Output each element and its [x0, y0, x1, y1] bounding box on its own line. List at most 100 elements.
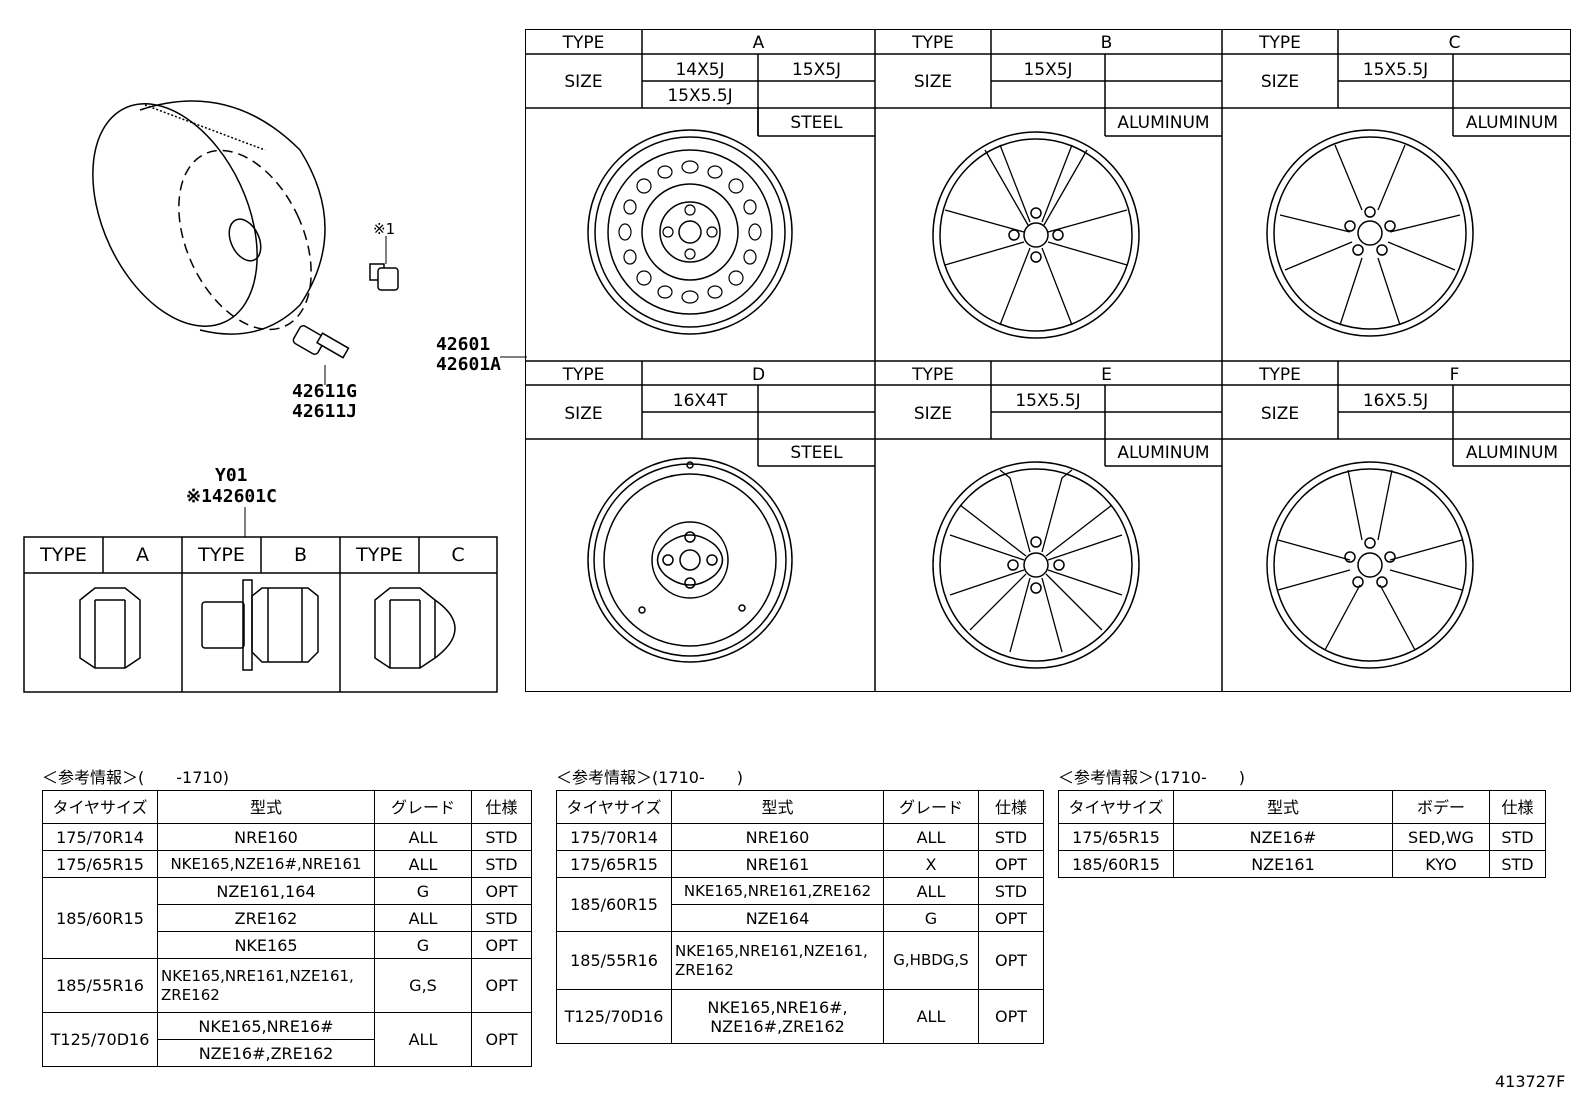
cell: 185/60R15	[556, 877, 672, 932]
wheel-type-c-drawing	[1266, 129, 1474, 337]
cell: NKE165,NRE16#	[157, 1012, 375, 1040]
cell: STD	[471, 823, 532, 851]
cell: NKE165,NRE161,ZRE162	[671, 877, 884, 905]
cell: OPT	[978, 850, 1044, 878]
cell: OPT	[978, 931, 1044, 990]
table-row: 175/65R15 NKE165,NZE16#,NRE161 ALL STD	[42, 850, 532, 878]
valve-part-numbers[interactable]: 42611G 42611J	[292, 382, 357, 422]
nut-type-c-drawing	[374, 587, 456, 669]
size-a-3[interactable]: 15X5.5J	[667, 86, 733, 106]
nut-header: Y01	[215, 465, 248, 486]
size-d-1[interactable]: 16X4T	[672, 391, 728, 411]
cell: OPT	[471, 877, 532, 905]
table-row: 175/70R14 NRE160 ALL STD	[556, 823, 1044, 851]
size-c-1[interactable]: 15X5.5J	[1362, 60, 1429, 80]
cell: 185/60R15	[42, 877, 158, 959]
type-value-f: F	[1449, 365, 1460, 385]
cell-line: ZRE162	[161, 985, 220, 1004]
table-row: 185/55R16 NKE165,NRE161,NZE161, ZRE162 G…	[556, 931, 1044, 990]
size-e-1[interactable]: 15X5.5J	[1015, 391, 1081, 411]
type-value-e: E	[1101, 365, 1112, 385]
type-value-c: C	[1448, 33, 1461, 53]
size-a-1[interactable]: 14X5J	[675, 60, 725, 80]
wheel-type-b-drawing	[932, 131, 1140, 339]
col-header: 型式	[671, 790, 884, 824]
ref-table-3-title: ＜参考情報＞(1710- )	[1058, 768, 1245, 787]
wheel-part-numbers[interactable]: 42601 42601A	[436, 335, 501, 375]
cell: NZE161,164	[157, 877, 375, 905]
cell: 185/60R15	[1058, 850, 1174, 878]
cell: KYO	[1392, 850, 1490, 878]
cell: G	[374, 877, 472, 905]
cell: ZRE162	[157, 904, 375, 932]
cell-line: NKE165,NRE161,NZE161,	[675, 941, 868, 960]
ref-table-3: タイヤサイズ 型式 ボデー 仕様 175/65R15 NZE16# SED,WG…	[1058, 790, 1546, 878]
wheel-type-d-drawing	[587, 457, 793, 663]
nut-type-label-a: TYPE	[40, 544, 87, 566]
cell: NRE160	[671, 823, 884, 851]
type-label-a: TYPE	[562, 33, 605, 53]
col-header: グレード	[374, 790, 472, 824]
type-label-d: TYPE	[562, 365, 605, 385]
cell: 175/65R15	[1058, 823, 1174, 851]
cell: G,HBDG,S	[883, 931, 979, 990]
cell: NKE165,NRE16#, NZE16#,ZRE162	[671, 989, 884, 1044]
cell: 175/65R15	[556, 850, 672, 878]
cell: 185/55R16	[556, 931, 672, 990]
diagram-id: 413727F	[1495, 1072, 1566, 1091]
col-header: タイヤサイズ	[1058, 790, 1174, 824]
material-e: ALUMINUM	[1117, 443, 1210, 463]
ref-table-2: タイヤサイズ 型式 グレード 仕様 175/70R14 NRE160 ALL S…	[556, 790, 1044, 1044]
ref-table-1: タイヤサイズ 型式 グレード 仕様 175/70R14 NRE160 ALL S…	[42, 790, 532, 1067]
type-value-d: D	[751, 365, 766, 385]
valve-part-number-2[interactable]: 42611J	[292, 401, 358, 422]
type-label-f: TYPE	[1259, 365, 1301, 385]
cell: X	[883, 850, 979, 878]
cell: 175/70R14	[42, 823, 158, 851]
wheel-type-a-drawing	[587, 129, 793, 335]
size-label-a: SIZE	[564, 72, 603, 92]
cell: STD	[471, 850, 532, 878]
table-row: 175/65R15 NRE161 X OPT	[556, 850, 1044, 878]
nut-type-b-drawing	[201, 579, 319, 671]
nut-type-value-c: C	[451, 544, 465, 566]
size-a-2[interactable]: 15X5J	[791, 60, 842, 80]
cell: NRE160	[157, 823, 375, 851]
cell: 175/70R14	[556, 823, 672, 851]
material-d: STEEL	[790, 443, 843, 463]
size-label-b: SIZE	[913, 72, 953, 92]
table-row: NZE16#,ZRE162	[43, 1039, 532, 1067]
cell: STD	[1489, 850, 1546, 878]
material-b: ALUMINUM	[1117, 113, 1210, 133]
hub-bolt-illustration	[369, 236, 399, 291]
type-label-e: TYPE	[912, 365, 954, 385]
cell: OPT	[978, 904, 1044, 932]
nut-part-number[interactable]: ※142601C	[186, 486, 277, 507]
cell: G	[883, 904, 979, 932]
size-label-e: SIZE	[913, 404, 953, 424]
wheel-part-number-2[interactable]: 42601A	[436, 354, 502, 375]
wheel-part-number-1[interactable]: 42601	[436, 334, 491, 355]
cell: T125/70D16	[556, 989, 672, 1044]
size-b-1[interactable]: 15X5J	[1023, 60, 1073, 80]
cell: STD	[471, 904, 532, 932]
ref-table-2-title: ＜参考情報＞(1710- )	[556, 768, 743, 787]
cell: NKE165	[157, 931, 375, 959]
col-header: タイヤサイズ	[42, 790, 158, 824]
size-f-1[interactable]: 16X5.5J	[1362, 391, 1429, 411]
cell: ALL	[374, 904, 472, 932]
cell: ALL	[883, 877, 979, 905]
col-header: ボデー	[1392, 790, 1490, 824]
cell: ALL	[374, 850, 472, 878]
col-header: タイヤサイズ	[556, 790, 672, 824]
cell: T125/70D16	[42, 1012, 158, 1067]
ref-table-1-title: ＜参考情報＞( -1710)	[42, 768, 229, 787]
cell: NKE165,NRE161,NZE161, ZRE162	[671, 931, 884, 990]
cell: ALL	[883, 823, 979, 851]
col-header: 型式	[157, 790, 375, 824]
table-row: 185/55R16 NKE165,NRE161,NZE161, ZRE162 G…	[42, 958, 532, 1013]
cell-line: ZRE162	[675, 960, 734, 979]
valve-part-number-1[interactable]: 42611G	[292, 381, 358, 402]
nut-type-label-c: TYPE	[356, 544, 403, 566]
